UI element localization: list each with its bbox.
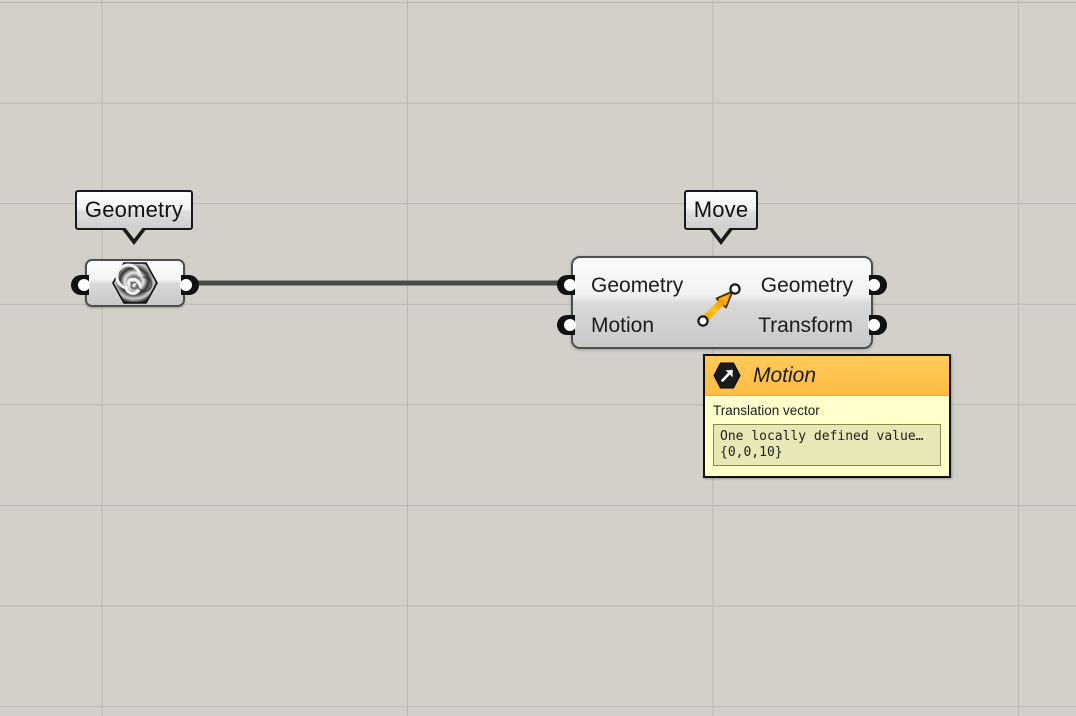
move-input-label-motion[interactable]: Motion	[591, 314, 655, 337]
balloon-label-move[interactable]: Move	[684, 190, 758, 245]
port-hole-icon	[180, 279, 192, 291]
port-hole-icon	[78, 279, 90, 291]
move-output-label-geometry[interactable]: Geometry	[760, 274, 853, 297]
node-move-component[interactable]: Geometry Motion Geometry Transform	[557, 256, 887, 349]
tooltip-header: Motion	[705, 356, 949, 396]
balloon-tail-inner-icon	[124, 226, 144, 239]
node-geometry-param[interactable]	[71, 259, 199, 307]
vector-arrow-hexagon-icon	[713, 362, 741, 389]
move-output-label-transform[interactable]: Transform	[758, 314, 853, 337]
port-hole-icon	[868, 319, 880, 331]
geometry-param-input-port[interactable]	[71, 275, 90, 295]
balloon-geometry-text: Geometry	[84, 197, 184, 222]
tooltip-motion-parameter[interactable]: Motion Translation vector One locally de…	[703, 354, 951, 478]
move-transform-output-port[interactable]	[868, 315, 887, 335]
balloon-tail-inner-icon	[711, 226, 731, 239]
tooltip-value-line-2: {0,0,10}	[720, 444, 783, 460]
tooltip-subtitle: Translation vector	[713, 403, 820, 418]
balloon-label-geometry[interactable]: Geometry	[75, 190, 193, 245]
port-hole-icon	[564, 279, 576, 291]
move-geometry-output-port[interactable]	[868, 275, 887, 295]
tooltip-value-box: One locally defined value… {0,0,10}	[713, 423, 941, 466]
spiral-hexagon-icon	[112, 262, 158, 304]
move-geometry-input-port[interactable]	[557, 275, 576, 295]
move-input-label-geometry[interactable]: Geometry	[591, 274, 684, 297]
move-motion-input-port[interactable]	[557, 315, 576, 335]
balloon-move-text: Move	[693, 197, 749, 222]
geometry-param-output-port[interactable]	[180, 275, 199, 295]
port-hole-icon	[564, 319, 576, 331]
port-hole-icon	[868, 279, 880, 291]
move-arrow-icon	[697, 283, 741, 327]
tooltip-title: Motion	[753, 364, 817, 387]
tooltip-value-line-1: One locally defined value…	[720, 428, 924, 444]
